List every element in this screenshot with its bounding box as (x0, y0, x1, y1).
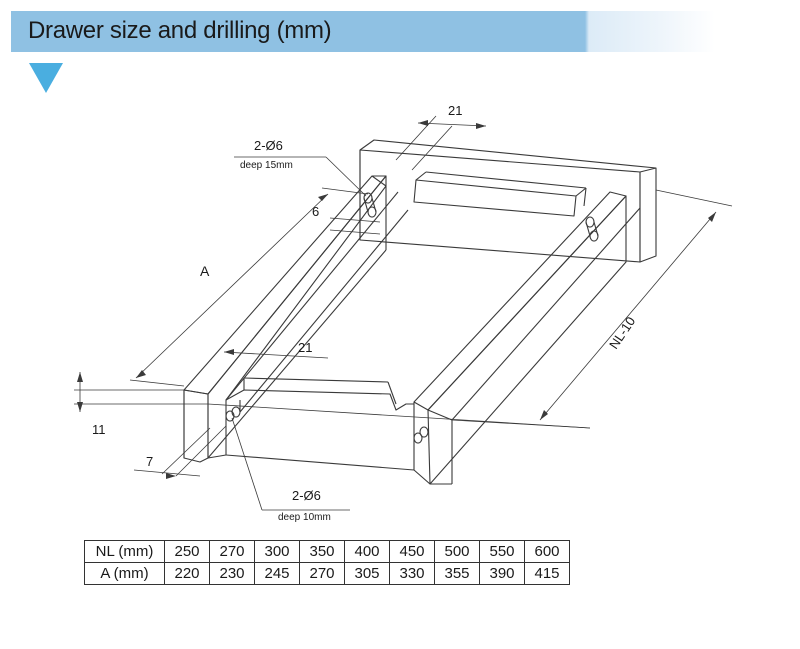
table-cell: 220 (164, 562, 210, 585)
hole-top-depth: deep 15mm (240, 160, 293, 171)
table-cell: 230 (209, 562, 255, 585)
table-cell: 500 (434, 540, 480, 563)
back-slot (413, 179, 577, 217)
table-cell: 600 (524, 540, 570, 563)
page-title: Drawer size and drilling (mm) (28, 17, 332, 44)
dim-11: 11 (92, 422, 106, 437)
table-cell: 250 (164, 540, 210, 563)
back-panel-front (359, 149, 641, 263)
table-cell: 330 (389, 562, 435, 585)
dim-line-nl (539, 211, 717, 421)
table-cell: 400 (344, 540, 390, 563)
left-side-panel-face (207, 175, 387, 459)
hole-top-label: 2-Ø6 (254, 138, 283, 153)
table-cell: 450 (389, 540, 435, 563)
hole-bottom-right (413, 432, 423, 444)
dim-21-front: 21 (298, 340, 312, 355)
table-cell: 415 (524, 562, 570, 585)
table-cell: 245 (254, 562, 300, 585)
table-cell: 270 (299, 562, 345, 585)
table-cell: 550 (479, 540, 525, 563)
header-band (11, 11, 715, 52)
triangle-down-icon (29, 63, 63, 93)
dim-line-a (135, 193, 329, 379)
dim-a: A (200, 263, 210, 279)
table-row: NL (mm) 250 270 300 350 400 450 500 550 … (84, 540, 570, 563)
drawer-diagram: 21 2-Ø6 deep 15mm 6 A 21 11 7 2-Ø6 deep … (74, 103, 733, 523)
table-cell: 355 (434, 562, 480, 585)
table-row: A (mm) 220 230 245 270 305 330 355 390 4… (84, 562, 570, 585)
front-panel-top (225, 389, 414, 411)
size-table: NL (mm) 250 270 300 350 400 450 500 550 … (84, 540, 570, 585)
right-side-panel-face (427, 195, 627, 485)
row-label-a: A (mm) (84, 562, 165, 585)
table-cell: 300 (254, 540, 300, 563)
table-cell: 270 (209, 540, 255, 563)
back-panel-side (639, 167, 657, 263)
front-panel (183, 389, 209, 463)
row-label-nl: NL (mm) (84, 540, 165, 563)
dim-21-top: 21 (448, 103, 462, 118)
dim-nl: NL-10 (606, 314, 638, 352)
hole-bottom-label: 2-Ø6 (292, 488, 321, 503)
table-cell: 390 (479, 562, 525, 585)
dim-6: 6 (312, 204, 319, 219)
back-panel-top (359, 139, 657, 169)
dim-7: 7 (146, 454, 153, 469)
table-cell: 350 (299, 540, 345, 563)
table-cell: 305 (344, 562, 390, 585)
hole-bottom-depth: deep 10mm (278, 512, 331, 523)
